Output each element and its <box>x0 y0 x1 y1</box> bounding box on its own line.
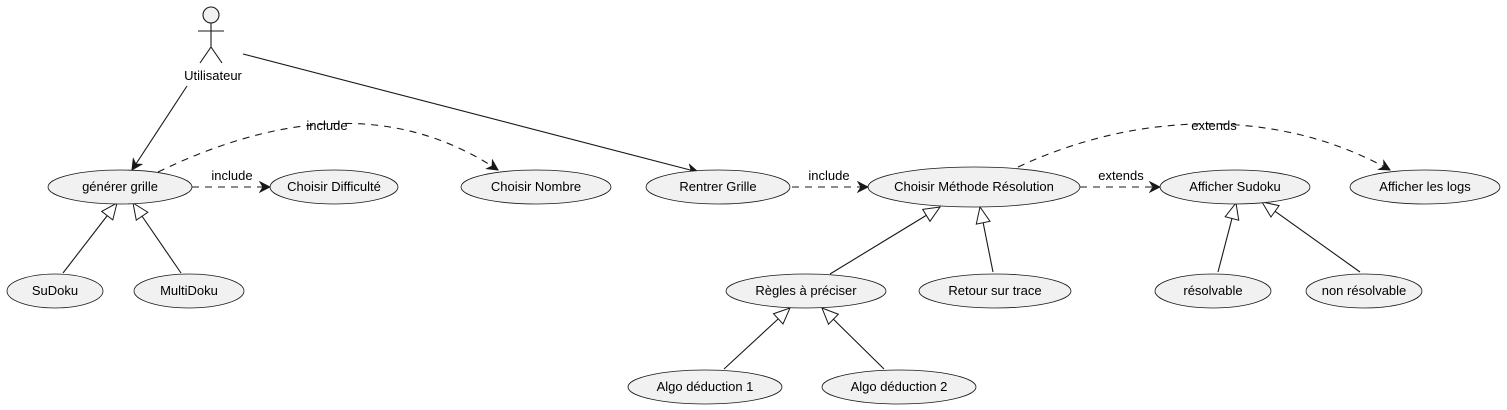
generalization-non-resolvable-sudoku <box>1262 202 1361 273</box>
usecase-regles-a-preciser: Règles à préciser <box>725 273 887 309</box>
usecase-algo-deduction-2: Algo déduction 2 <box>821 369 977 405</box>
usecase-choisir-nombre: Choisir Nombre <box>460 169 612 205</box>
usecase-choisir-difficulte: Choisir Difficulté <box>269 169 399 205</box>
usecase-retour-sur-trace: Retour sur trace <box>918 273 1072 309</box>
usecase-choisir-methode: Choisir Méthode Résolution <box>867 166 1081 208</box>
usecase-label: résolvable <box>1183 283 1242 298</box>
usecase-label: SuDoku <box>32 283 78 298</box>
usecase-label: Retour sur trace <box>948 283 1041 298</box>
generalization-resolvable-sudoku <box>1217 203 1236 273</box>
usecase-rentrer-grille: Rentrer Grille <box>645 169 791 205</box>
label-include-methode: include <box>808 168 849 183</box>
usecase-label: Algo déduction 2 <box>851 379 948 394</box>
generalization-regles-methode <box>829 207 940 275</box>
usecase-non-resolvable: non résolvable <box>1305 273 1423 309</box>
label-include-nombre: include <box>306 118 347 133</box>
label-include-difficulte: include <box>211 168 252 183</box>
usecase-label: Afficher Sudoku <box>1189 179 1281 194</box>
usecase-multidoku: MultiDoku <box>133 273 245 309</box>
generalization-retour-methode <box>980 207 994 273</box>
usecase-label: générer grille <box>82 179 158 194</box>
actor-utilisateur: Utilisateur <box>184 6 243 83</box>
extends-methode-logs <box>1017 123 1390 170</box>
usecase-generer-grille: générer grille <box>47 169 193 205</box>
generalization-algo1-regles <box>723 308 790 370</box>
generalization-sudoku-generer <box>62 203 117 274</box>
usecase-afficher-logs: Afficher les logs <box>1349 169 1501 205</box>
actor-head-icon <box>202 6 220 24</box>
usecase-label: Choisir Nombre <box>491 179 581 194</box>
association-utilisateur-generer-grille <box>132 85 188 170</box>
usecase-label: Afficher les logs <box>1379 179 1471 194</box>
usecase-label: Rentrer Grille <box>679 179 756 194</box>
actor-label: Utilisateur <box>184 68 242 83</box>
usecase-label: non résolvable <box>1322 283 1407 298</box>
actor-body-icon <box>198 23 224 64</box>
usecase-label: Choisir Méthode Résolution <box>894 179 1054 194</box>
usecase-label: Algo déduction 1 <box>657 379 754 394</box>
usecase-afficher-sudoku: Afficher Sudoku <box>1159 169 1311 205</box>
usecase-algo-deduction-1: Algo déduction 1 <box>627 369 783 405</box>
label-extends-logs: extends <box>1191 118 1237 133</box>
generalization-algo2-regles <box>822 308 885 370</box>
usecase-label: MultiDoku <box>160 283 218 298</box>
generalization-multidoku-generer <box>133 203 182 274</box>
label-extends-sudoku: extends <box>1098 168 1144 183</box>
usecase-label: Choisir Difficulté <box>287 179 381 194</box>
usecase-sudoku: SuDoku <box>6 273 104 309</box>
usecase-label: Règles à préciser <box>755 283 857 298</box>
association-utilisateur-rentrer-grille <box>242 53 698 172</box>
usecase-resolvable: résolvable <box>1154 273 1272 309</box>
